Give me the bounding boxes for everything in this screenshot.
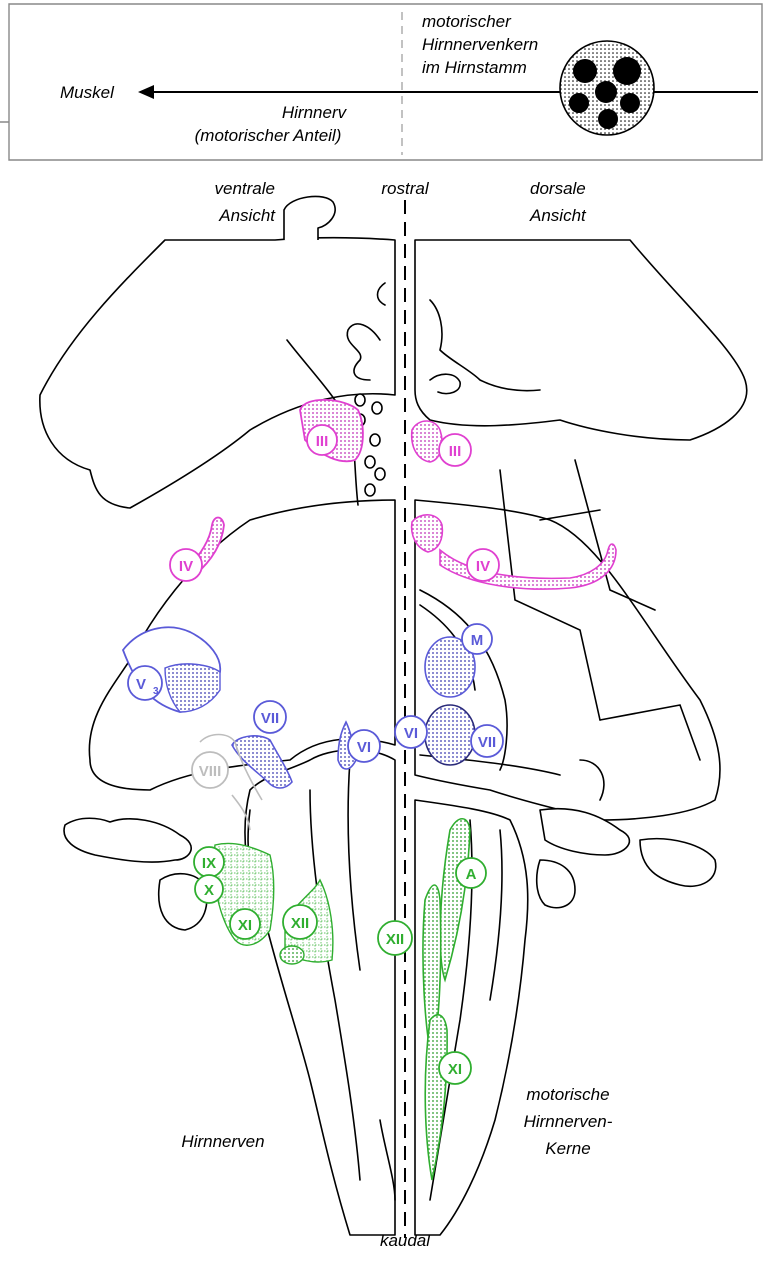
svg-text:VI: VI [404, 725, 418, 742]
ventral-label-VII: VII [254, 701, 286, 733]
dorsal-caption-2: Hirnnerven- [524, 1112, 613, 1131]
legend-nucleus-label-1: motorischer [422, 12, 512, 31]
svg-text:III: III [449, 443, 462, 460]
legend-nucleus-icon [560, 41, 654, 135]
ventral-view-label-2: Ansicht [218, 206, 276, 225]
svg-text:X: X [204, 882, 214, 899]
legend-nucleus-label-3: im Hirnstamm [422, 58, 527, 77]
dorsal-view-label-1: dorsale [530, 179, 586, 198]
dorsal-caption-1: motorische [526, 1085, 609, 1104]
dorsal-label-A: A [456, 858, 486, 888]
dorsal-label-XI: XI [439, 1052, 471, 1084]
legend-nerve-label-2: (motorischer Anteil) [195, 126, 342, 145]
svg-text:VIII: VIII [199, 763, 222, 780]
ventral-view-label-1: ventrale [215, 179, 275, 198]
svg-text:XII: XII [291, 915, 309, 932]
ventral-caption: Hirnnerven [181, 1132, 264, 1151]
ventral-label-XII: XII [283, 905, 317, 939]
svg-text:VI: VI [357, 739, 371, 756]
svg-text:VII: VII [261, 710, 279, 727]
rostral-label: rostral [381, 179, 429, 198]
brainstem-outline [40, 196, 747, 1238]
legend-nucleus-label-2: Hirnnervenkern [422, 35, 538, 54]
ventral-label-IX: IX [194, 847, 224, 877]
ventral-label-III: III [307, 425, 337, 455]
legend-nerve-label-1: Hirnnerv [282, 103, 348, 122]
legend-arrow-icon [138, 85, 154, 99]
svg-text:IV: IV [179, 558, 193, 575]
ventral-label-VI: VI [348, 730, 380, 762]
dorsal-label-IV: IV [467, 549, 499, 581]
svg-text:XII: XII [386, 931, 404, 948]
svg-text:A: A [466, 866, 477, 883]
svg-text:V: V [136, 676, 146, 693]
dorsal-label-VII: VII [471, 725, 503, 757]
ventral-label-VIII: VIII [192, 752, 228, 788]
dorsal-label-VI: VI [395, 716, 427, 748]
legend-muscle-label: Muskel [60, 83, 115, 102]
ventral-label-IV: IV [170, 549, 202, 581]
ventral-label-X: X [195, 875, 223, 903]
ventral-label-V3: V 3 [128, 666, 162, 700]
svg-text:3: 3 [153, 686, 159, 697]
dorsal-view-label-2: Ansicht [529, 206, 587, 225]
svg-text:XI: XI [448, 1061, 462, 1078]
svg-text:III: III [316, 433, 329, 450]
svg-text:IV: IV [476, 558, 490, 575]
dorsal-caption-3: Kerne [545, 1139, 590, 1158]
svg-text:IX: IX [202, 855, 216, 872]
dorsal-label-XII: XII [378, 921, 412, 955]
ventral-label-XI: XI [230, 909, 260, 939]
svg-text:XI: XI [238, 917, 252, 934]
dorsal-label-III: III [439, 434, 471, 466]
dorsal-label-M: M [462, 624, 492, 654]
svg-text:M: M [471, 632, 484, 649]
legend-box: Muskel motorischer Hirnnervenkern im Hir… [0, 4, 762, 160]
svg-text:VII: VII [478, 734, 496, 751]
